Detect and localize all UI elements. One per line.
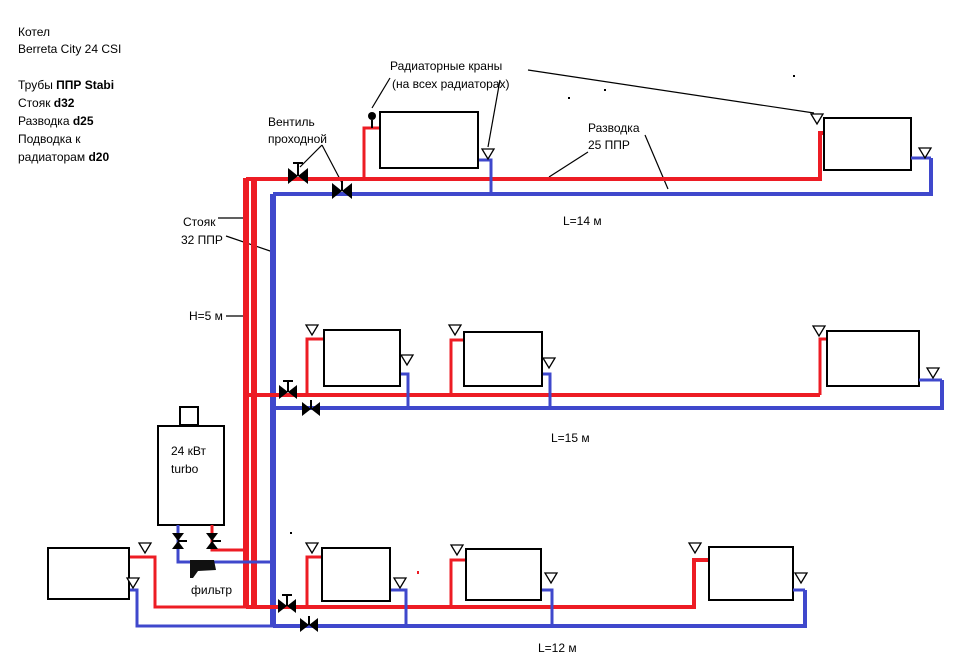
boiler-model: Berreta City 24 CSI [18,42,121,56]
radiator-tap-icon [811,325,827,338]
radiator-taps [125,112,941,590]
distribution-label-line2: 25 ППР [588,138,630,152]
boiler: 24 кВт turbo [157,406,273,578]
boiler-power-label: 24 кВт [171,444,207,458]
radiator-tap-icon [543,572,559,585]
radiator-tap-icon [125,577,141,590]
gate-valves [172,162,352,632]
radiator [465,548,542,601]
valve-icon [300,616,318,632]
valve-label-line1: Вентиль [268,115,315,129]
radiator [463,331,543,387]
floor-3-length: L=12 м [538,641,577,655]
supply-note-line1: Подводка к [18,132,81,146]
distribution-label-line1: Разводка [588,121,640,135]
valve-label-line2: проходной [268,132,327,146]
notes-block: Котел Berreta City 24 CSI Трубы ППР Stab… [18,25,121,164]
radiator-tap-icon [137,542,153,555]
radiator-tap-icon [304,542,320,555]
radiator-tap-icon [925,367,941,380]
radiator-tap-icon [480,148,496,161]
floor-2-length: L=15 м [551,431,590,445]
valve-icon [288,162,308,184]
radiator-tap-icon [449,544,465,557]
radiator [379,111,479,169]
radiator-tap-icon [399,354,415,367]
radiator [321,547,391,602]
valve-icon [278,594,296,613]
pipes-note: Трубы ППР Stabi [18,78,114,92]
radiator-tap-icon [304,324,320,337]
radiator-tap-icon [541,357,557,370]
boiler-heading: Котел [18,25,50,39]
floor-3 [47,546,807,628]
valve-icon [332,181,352,199]
filter-icon [190,560,216,578]
height-label: H=5 м [189,309,223,323]
radiator-tap-icon [368,112,376,128]
valve-icon [279,380,297,399]
radiator [826,330,920,387]
valve-icon [206,533,221,549]
filter-label: фильтр [191,583,232,597]
radiator-taps-label-line2: (на всех радиаторах) [392,77,509,91]
radiator-tap-icon [392,577,408,590]
valve-icon [302,400,320,416]
floor-1-length: L=14 м [563,214,602,228]
riser-label-line2: 32 ППР [181,233,223,247]
radiator [323,329,401,387]
radiator-tap-icon [793,572,809,585]
radiator [823,117,912,171]
radiator-tap-icon [687,542,703,555]
radiator-tap-icon [917,147,933,160]
radiator-taps-label-line1: Радиаторные краны [390,59,502,73]
riser-note: Стояк d32 [18,96,75,110]
riser-pipes [243,178,276,627]
radiator-tap-icon [809,113,825,126]
floor-1 [246,111,933,196]
valve-icon [172,533,187,549]
leader-lines [218,69,815,317]
boiler-type-label: turbo [171,462,199,476]
distribution-note: Разводка d25 [18,114,94,128]
radiator-tap-icon [447,324,463,337]
radiator [47,547,130,600]
supply-note-line2: радиаторам d20 [18,150,109,164]
floor-2 [246,329,944,410]
radiator [708,546,794,601]
riser-label-line1: Стояк [183,215,216,229]
